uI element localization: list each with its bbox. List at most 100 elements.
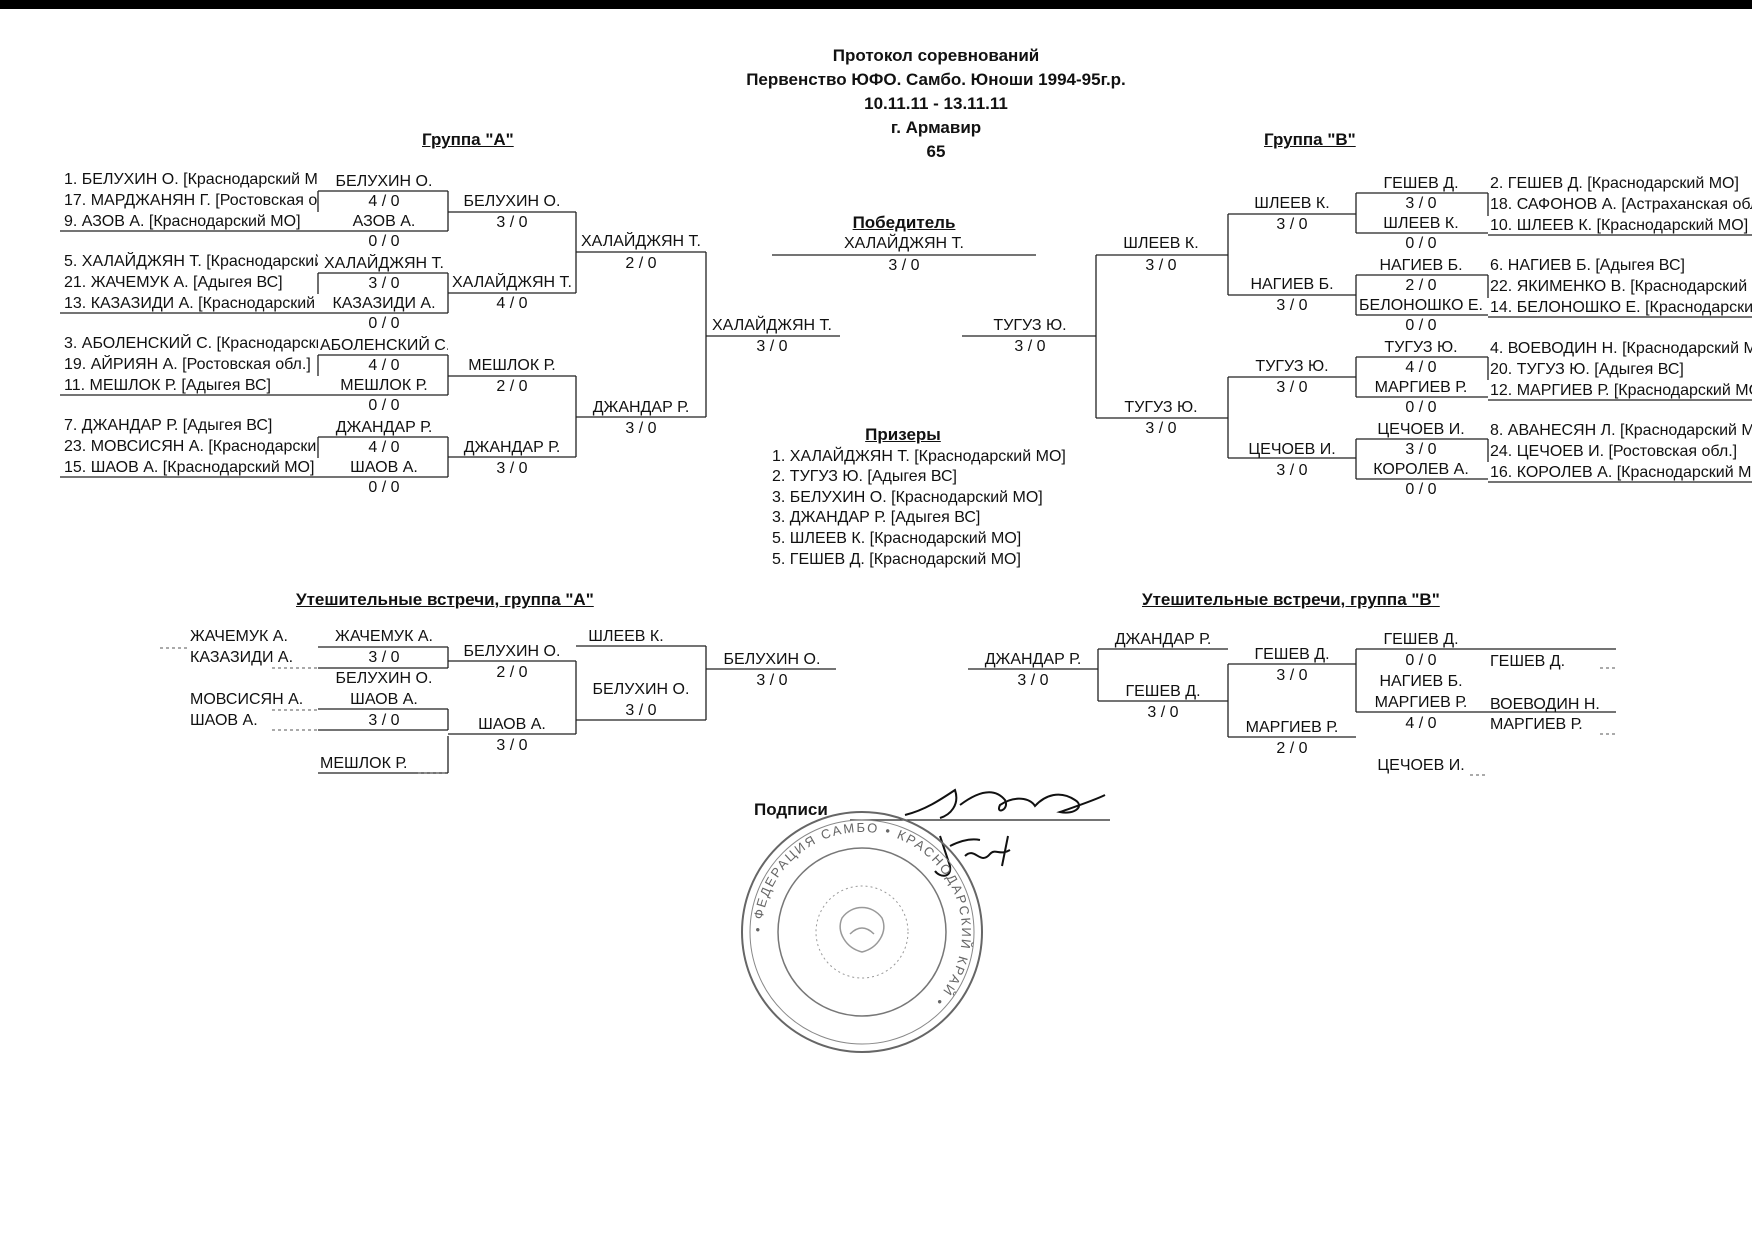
r3-name: ШЛЕЕВ К. [1123, 235, 1199, 252]
r2-score: 3 / 0 [1276, 379, 1308, 396]
entry: 4. ВОЕВОДИН Н. [Краснодарский МО] [1490, 340, 1752, 357]
prize-item: 1. ХАЛАЙДЖЯН Т. [Краснодарский МО] [772, 448, 1066, 465]
r1-score: 0 / 0 [1405, 235, 1437, 252]
cons-name: БЕЛУХИН О. [335, 670, 433, 687]
cons-name: ЖАЧЕМУК А. [335, 628, 433, 645]
r2-name: ТУГУЗ Ю. [1255, 358, 1329, 375]
r2-score: 4 / 0 [496, 295, 528, 312]
r2-score: 3 / 0 [496, 460, 528, 477]
r1-name: ТУГУЗ Ю. [1384, 339, 1458, 356]
cons-b-title: Утешительные встречи, группа "В" [1142, 590, 1440, 609]
r3-name: ДЖАНДАР Р. [592, 399, 690, 416]
r1-score: 0 / 0 [368, 233, 400, 250]
cons-score: 3 / 0 [368, 649, 400, 666]
winner-score: 3 / 0 [888, 257, 920, 274]
cons-entry: ЖАЧЕМУК А. [190, 628, 288, 645]
r1-name: АБОЛЕНСКИЙ С. [320, 337, 448, 354]
cons-name: ШАОВ А. [478, 716, 546, 733]
r2-score: 3 / 0 [496, 214, 528, 231]
cons-name: ГЕШЕВ Д. [1125, 683, 1201, 700]
prize-item: 3. ДЖАНДАР Р. [Адыгея ВС] [772, 509, 981, 526]
doc-subtitle: Первенство ЮФО. Самбо. Юноши 1994-95г.р. [746, 70, 1126, 89]
r2-name: БЕЛУХИН О. [463, 193, 561, 210]
r1-score: 4 / 0 [368, 439, 400, 456]
r1-name: ЦЕЧОЕВ И. [1377, 421, 1465, 438]
r3-name: ХАЛАЙДЖЯН Т. [581, 233, 701, 250]
r1-name: АЗОВ А. [352, 213, 416, 230]
doc-title: Протокол соревнований [832, 46, 1040, 65]
group-a-finalist: ХАЛАЙДЖЯН Т. [712, 317, 832, 334]
r3-score: 3 / 0 [625, 420, 657, 437]
cons-score: 3 / 0 [1017, 672, 1049, 689]
entry: 8. АВАНЕСЯН Л. [Краснодарский МО] [1490, 422, 1752, 439]
r1-name: ШЛЕЕВ К. [1383, 215, 1459, 232]
r1-name: БЕЛУХИН О. [335, 173, 433, 190]
entry: 13. КАЗАЗИДИ А. [Краснодарский МО] [64, 295, 318, 312]
cons-entry: МОВСИСЯН А. [190, 691, 304, 708]
cons-name: МАРГИЕВ Р. [1490, 716, 1583, 733]
group-b-title: Группа "В" [1264, 130, 1356, 149]
r1-name: МЕШЛОК Р. [340, 377, 428, 394]
cons-final-score: 3 / 0 [756, 672, 788, 689]
r2-name: ШЛЕЕВ К. [1254, 195, 1330, 212]
cons-name: МАРГИЕВ Р. [1374, 694, 1468, 711]
r1-name: БЕЛОНОШКО Е. [1359, 297, 1483, 314]
r1-score: 2 / 0 [1405, 277, 1437, 294]
entry: 19. АЙРИЯН А. [Ростовская обл.] [64, 356, 311, 373]
entry: 21. ЖАЧЕМУК А. [Адыгея ВС] [64, 274, 283, 291]
cons-name: ДЖАНДАР Р. [984, 651, 1082, 668]
prize-item: 2. ТУГУЗ Ю. [Адыгея ВС] [772, 468, 957, 485]
entry: 16. КОРОЛЕВ А. [Краснодарский МО] [1490, 464, 1752, 481]
entry: 1. БЕЛУХИН О. [Краснодарский МО] [64, 171, 318, 188]
prize-item: 3. БЕЛУХИН О. [Краснодарский МО] [772, 489, 1043, 506]
r1-name: ХАЛАЙДЖЯН Т. [324, 255, 444, 272]
cons-entry: МЕШЛОК Р. [320, 755, 408, 772]
entry: 20. ТУГУЗ Ю. [Адыгея ВС] [1490, 361, 1684, 378]
r1-score: 3 / 0 [368, 275, 400, 292]
r3-score: 3 / 0 [1145, 257, 1177, 274]
entry: 15. ШАОВ А. [Краснодарский МО] [64, 459, 315, 476]
r2-name: ХАЛАЙДЖЯН Т. [452, 274, 572, 291]
r1-name: МАРГИЕВ Р. [1374, 379, 1468, 396]
r1-score: 0 / 0 [368, 315, 400, 332]
r1-name: НАГИЕВ Б. [1379, 257, 1463, 274]
cons-score: 2 / 0 [496, 664, 528, 681]
cons-name: ЦЕЧОЕВ И. [1377, 757, 1465, 774]
r1-name: ШАОВ А. [350, 459, 418, 476]
r1-score: 0 / 0 [368, 397, 400, 414]
prizes-title: Призеры [865, 425, 941, 444]
weight-class: 65 [926, 142, 946, 161]
cons-score: 3 / 0 [496, 737, 528, 754]
r1-score: 4 / 0 [368, 193, 400, 210]
r1-score: 4 / 0 [368, 357, 400, 374]
cons-final-name: БЕЛУХИН О. [723, 651, 821, 668]
group-b-finalist-score: 3 / 0 [1014, 338, 1046, 355]
r2-score: 3 / 0 [1276, 297, 1308, 314]
cons-entry: ШАОВ А. [190, 712, 258, 729]
prize-item: 5. ШЛЕЕВ К. [Краснодарский МО] [772, 530, 1022, 547]
entry: 9. АЗОВ А. [Краснодарский МО] [64, 213, 301, 230]
entry: 17. МАРДЖАНЯН Г. [Ростовская обл.] [64, 192, 318, 209]
entry: 12. МАРГИЕВ Р. [Краснодарский МО] [1490, 382, 1752, 399]
signature-2 [934, 835, 1011, 877]
r1-name: ДЖАНДАР Р. [335, 419, 433, 436]
r2-name: НАГИЕВ Б. [1250, 276, 1334, 293]
group-b-finalist: ТУГУЗ Ю. [993, 317, 1067, 334]
doc-city: г. Армавир [890, 118, 982, 137]
cons-name: БЕЛУХИН О. [592, 681, 690, 698]
cons-name: НАГИЕВ Б. [1379, 673, 1463, 690]
r1-name: КАЗАЗИДИ А. [332, 295, 436, 312]
prize-item: 5. ГЕШЕВ Д. [Краснодарский МО] [772, 551, 1021, 568]
cons-score: 3 / 0 [625, 702, 657, 719]
entry: 14. БЕЛОНОШКО Е. [Краснодарский МО] [1490, 299, 1752, 316]
r3-score: 2 / 0 [625, 255, 657, 272]
r1-score: 4 / 0 [1405, 359, 1437, 376]
cons-name: ДЖАНДАР Р. [1114, 631, 1212, 648]
r1-score: 0 / 0 [1405, 399, 1437, 416]
entry: 6. НАГИЕВ Б. [Адыгея ВС] [1490, 257, 1685, 274]
entry: 22. ЯКИМЕНКО В. [Краснодарский МО] [1490, 278, 1752, 295]
r1-score: 0 / 0 [1405, 317, 1437, 334]
cons-name: МАРГИЕВ Р. [1245, 719, 1339, 736]
r2-name: ЦЕЧОЕВ И. [1248, 441, 1336, 458]
